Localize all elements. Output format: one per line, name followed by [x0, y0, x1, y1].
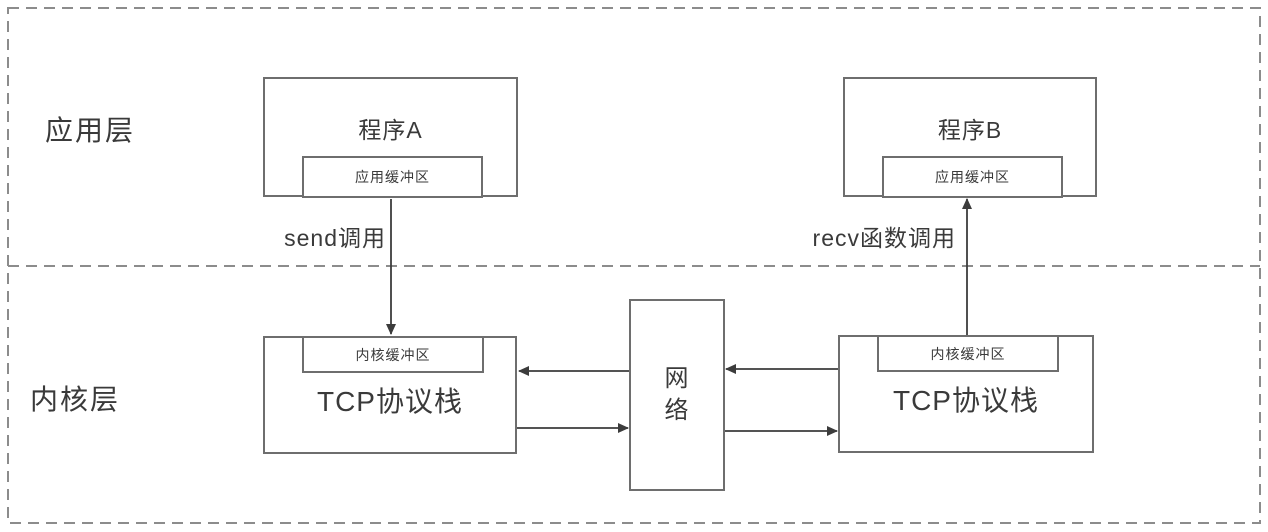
- right-tcp-stack-box: 内核缓冲区 TCP协议栈: [838, 335, 1094, 453]
- program-a-app-buffer-label: 应用缓冲区: [355, 169, 430, 185]
- program-b-title: 程序B: [937, 117, 1003, 143]
- kernel-layer-label: 内核层: [30, 384, 121, 415]
- recv-call-label: recv函数调用: [812, 225, 956, 251]
- left-kernel-buffer-label: 内核缓冲区: [355, 346, 431, 363]
- application-layer-label: 应用层: [45, 115, 136, 146]
- program-a-box: 程序A 应用缓冲区: [263, 77, 518, 198]
- network-label: 网络: [664, 364, 690, 424]
- program-b-app-buffer-box: 应用缓冲区: [882, 156, 1063, 198]
- right-kernel-buffer-label: 内核缓冲区: [930, 345, 1006, 362]
- program-b-app-buffer-label: 应用缓冲区: [935, 169, 1010, 185]
- left-tcp-stack-title: TCP协议栈: [316, 386, 463, 417]
- right-kernel-buffer-box: 内核缓冲区: [877, 335, 1059, 372]
- left-tcp-stack-box: 内核缓冲区 TCP协议栈: [263, 336, 517, 454]
- send-call-label: send调用: [284, 225, 386, 251]
- right-tcp-stack-title: TCP协议栈: [892, 385, 1039, 416]
- network-box: 网络: [629, 299, 725, 491]
- program-b-box: 程序B 应用缓冲区: [843, 77, 1097, 198]
- program-a-title: 程序A: [358, 117, 423, 143]
- left-kernel-buffer-box: 内核缓冲区: [302, 336, 484, 373]
- program-a-app-buffer-box: 应用缓冲区: [302, 156, 483, 198]
